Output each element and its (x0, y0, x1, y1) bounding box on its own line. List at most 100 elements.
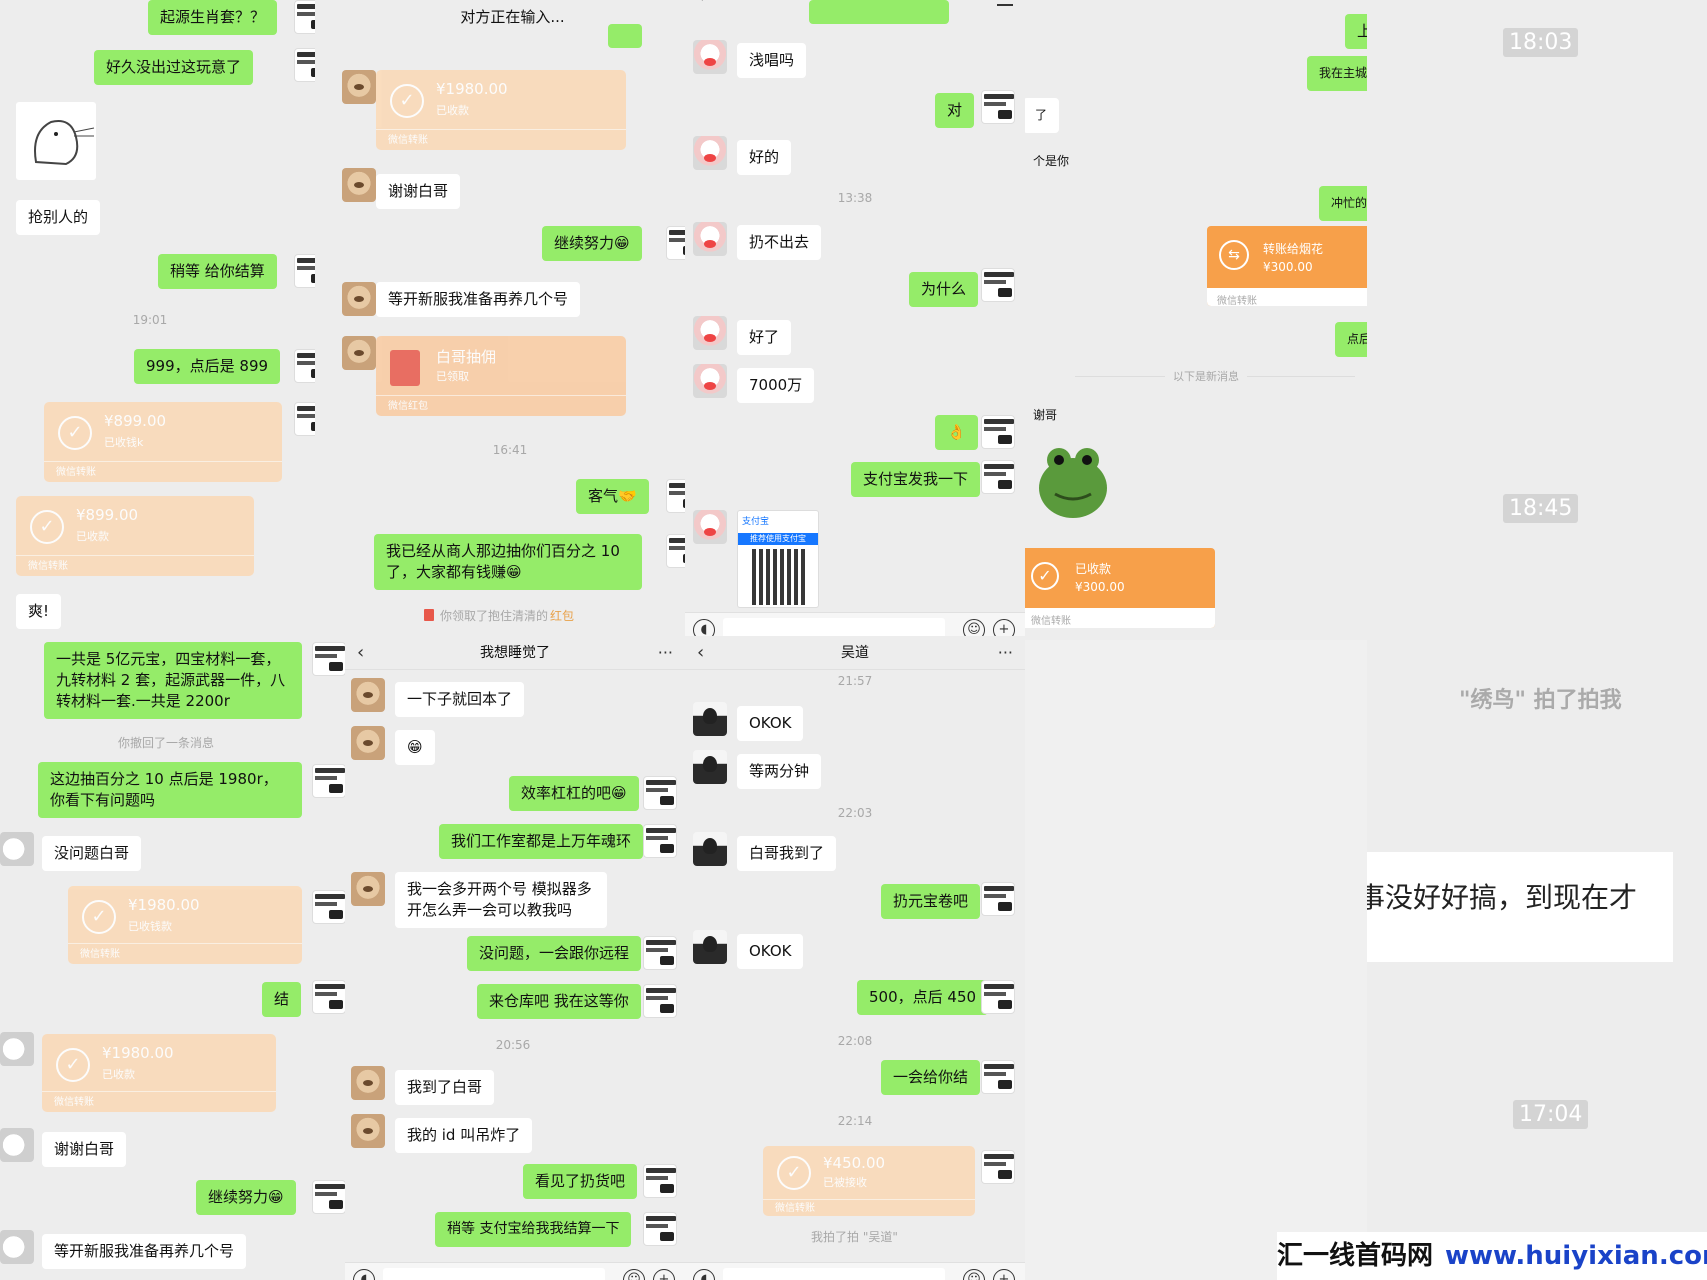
avatar[interactable] (643, 776, 677, 810)
back-icon[interactable]: ‹ (697, 0, 704, 7)
transfer-card[interactable]: ✓ ¥450.00 已被接收 微信转账 (763, 1146, 975, 1216)
transfer-footer: 微信转账 (28, 561, 68, 572)
message-bubble: 稍等 给你结算 (158, 254, 277, 289)
transfer-card[interactable]: ✓ ¥899.00 已收款 微信转账 (16, 496, 254, 576)
avatar[interactable] (693, 832, 727, 866)
avatar[interactable] (981, 268, 1015, 302)
avatar[interactable] (351, 678, 385, 712)
avatar[interactable] (342, 70, 376, 104)
message-input[interactable] (383, 1268, 605, 1280)
voice-icon[interactable]: ◖ (693, 1269, 715, 1280)
plus-icon[interactable]: + (653, 1269, 675, 1280)
avatar[interactable] (0, 1128, 34, 1162)
avatar[interactable] (981, 415, 1015, 449)
avatar[interactable] (643, 1164, 677, 1198)
avatar[interactable] (693, 930, 727, 964)
back-icon[interactable]: ‹ (357, 642, 365, 663)
received-amount: ¥300.00 (1075, 580, 1125, 594)
avatar[interactable] (294, 48, 315, 82)
avatar[interactable] (693, 364, 727, 398)
message-bubble: 等开新服我准备再养几个号 (376, 282, 581, 317)
message-bubble: 支付宝发我一下 (851, 462, 981, 497)
avatar[interactable] (351, 726, 385, 760)
transfer-card[interactable]: ✓ ¥899.00 已收钱k 微信转账 (44, 402, 282, 482)
avatar[interactable] (666, 226, 685, 260)
avatar[interactable] (981, 90, 1015, 124)
avatar[interactable] (693, 510, 727, 544)
transfer-status: 已收款 (76, 530, 109, 543)
plus-icon[interactable]: + (993, 619, 1015, 640)
more-icon[interactable]: ··· (657, 643, 673, 662)
input-bar: ◖ ☺ + (345, 1262, 685, 1280)
transfer-card[interactable]: ✓ ¥1980.00 已收钱款 微信转账 (68, 886, 302, 964)
voice-icon[interactable]: ◖ (353, 1269, 375, 1280)
check-icon: ✓ (390, 84, 424, 118)
avatar[interactable] (666, 534, 685, 568)
avatar[interactable] (0, 1032, 34, 1066)
emoji-icon[interactable]: ☺ (963, 1269, 985, 1280)
avatar[interactable] (0, 832, 34, 866)
avatar[interactable] (312, 890, 345, 924)
avatar[interactable] (351, 1066, 385, 1100)
more-icon[interactable]: ··· (997, 643, 1013, 662)
avatar[interactable] (693, 40, 727, 74)
avatar[interactable] (643, 824, 677, 858)
avatar[interactable] (693, 222, 727, 256)
received-card[interactable]: ✓ 已收款 ¥300.00 微信转账 (1025, 548, 1215, 628)
avatar[interactable] (981, 980, 1015, 1014)
avatar[interactable] (643, 984, 677, 1018)
system-message-link[interactable]: 红包 (550, 609, 575, 623)
voice-icon[interactable]: ◖ (693, 619, 715, 640)
timestamp: 20:56 (495, 1038, 531, 1052)
transfer-amount: ¥1980.00 (128, 896, 200, 914)
transfer-card[interactable]: ⇆ 转账给烟花 ¥300.00 微信转账 (1207, 226, 1367, 307)
avatar[interactable] (981, 460, 1015, 494)
emoji-icon[interactable]: ☺ (623, 1269, 645, 1280)
transfer-status: 已收钱k (104, 436, 144, 449)
avatar[interactable] (693, 316, 727, 350)
avatar[interactable] (342, 336, 376, 370)
avatar[interactable] (666, 479, 685, 513)
avatar[interactable] (351, 1114, 385, 1148)
transfer-card[interactable]: ✓ ¥1980.00 已收款 微信转账 (42, 1034, 276, 1112)
avatar[interactable] (981, 1060, 1015, 1094)
avatar[interactable] (693, 750, 727, 784)
message-bubble: 一共是 5亿元宝，四宝材料一套，九转材料 2 套，起源武器一件，八转材料一套.一… (44, 642, 302, 719)
message-bubble: OKOK (737, 706, 804, 741)
avatar[interactable] (693, 702, 727, 736)
avatar[interactable] (294, 0, 315, 34)
message-input[interactable] (723, 618, 945, 640)
avatar[interactable] (351, 872, 385, 906)
back-icon[interactable]: ‹ (697, 642, 705, 663)
timestamp: 16:41 (492, 443, 528, 457)
watermark-url[interactable]: www.huiyixian.com (1445, 1241, 1707, 1271)
plus-icon[interactable]: + (993, 1269, 1015, 1280)
avatar[interactable] (643, 1212, 677, 1246)
more-icon[interactable] (997, 4, 1013, 6)
chat-panel-a: 起源生肖套？？ 好久没出过这玩意了 抢别人的 稍等 给你结算 19:01 999… (0, 0, 315, 640)
avatar[interactable] (312, 1180, 345, 1214)
avatar[interactable] (342, 282, 376, 316)
avatar[interactable] (693, 136, 727, 170)
avatar[interactable] (342, 168, 376, 202)
avatar[interactable] (294, 254, 315, 288)
message-bubble: 我们工作室都是上万年魂环 (439, 824, 644, 859)
avatar[interactable] (312, 642, 345, 676)
alipay-qr-image[interactable]: 支付宝 推荐使用支付宝 (737, 510, 819, 608)
avatar[interactable] (0, 1230, 34, 1264)
message-bubble: 好久没出过这玩意了 (94, 50, 254, 85)
avatar[interactable] (981, 1150, 1015, 1184)
blank-area (1025, 640, 1367, 1280)
avatar[interactable] (312, 764, 345, 798)
message-input[interactable] (723, 1268, 945, 1280)
avatar[interactable] (981, 882, 1015, 916)
avatar[interactable] (294, 402, 315, 436)
message-bubble: 我的 id 叫吊炸了 (395, 1118, 533, 1153)
red-packet-card[interactable]: 白哥抽佣 已领取 微信红包 (376, 336, 626, 416)
emoji-icon[interactable]: ☺ (963, 619, 985, 640)
avatar[interactable] (312, 980, 345, 1014)
avatar[interactable] (643, 936, 677, 970)
timestamp: 13:38 (837, 191, 873, 205)
avatar[interactable] (294, 349, 315, 383)
transfer-card[interactable]: ✓ ¥1980.00 已收款 微信转账 (376, 70, 626, 150)
